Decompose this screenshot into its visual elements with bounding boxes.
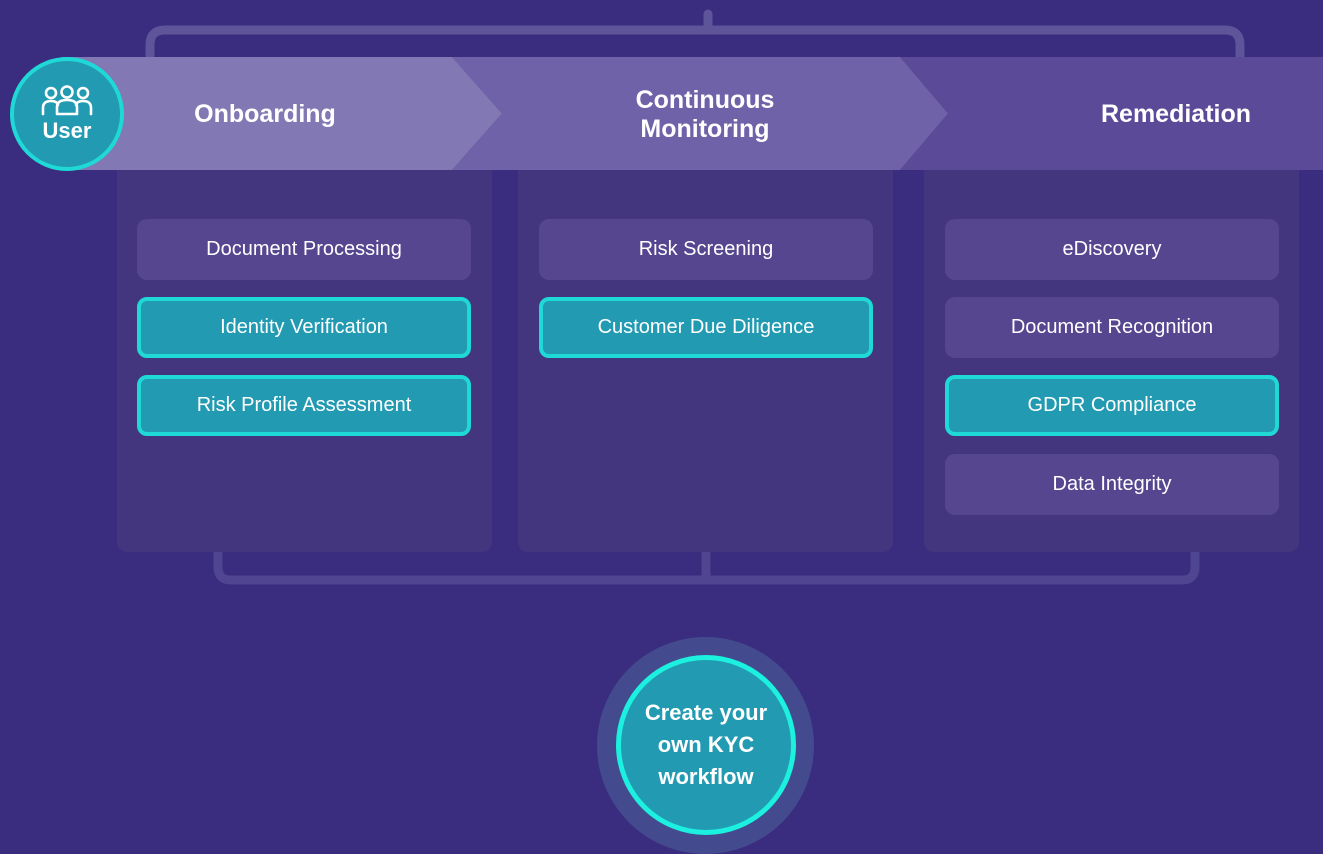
user-label: User — [42, 118, 92, 143]
create-workflow-button[interactable]: Create your own KYC workflow — [616, 655, 796, 835]
card-document-recognition[interactable]: Document Recognition — [945, 297, 1279, 358]
stage-label-onboarding: Onboarding — [194, 100, 336, 128]
card-risk-profile-assessment[interactable]: Risk Profile Assessment — [137, 375, 471, 436]
card-data-integrity[interactable]: Data Integrity — [945, 454, 1279, 515]
card-risk-screening[interactable]: Risk Screening — [539, 219, 873, 280]
users-icon — [41, 85, 93, 116]
stage-chevron-onboarding — [62, 57, 502, 170]
card-gdpr-compliance[interactable]: GDPR Compliance — [945, 375, 1279, 436]
card-document-processing[interactable]: Document Processing — [137, 219, 471, 280]
card-ediscovery[interactable]: eDiscovery — [945, 219, 1279, 280]
stage-label-continuous-monitoring: Continuous Monitoring — [635, 86, 775, 143]
stage-label-remediation: Remediation — [1100, 100, 1252, 128]
stage-chevron-remediation — [900, 57, 1323, 170]
card-customer-due-diligence[interactable]: Customer Due Diligence — [539, 297, 873, 358]
stage-chevron-continuous-monitoring — [452, 57, 948, 170]
card-identity-verification[interactable]: Identity Verification — [137, 297, 471, 358]
user-badge: User — [10, 57, 124, 171]
